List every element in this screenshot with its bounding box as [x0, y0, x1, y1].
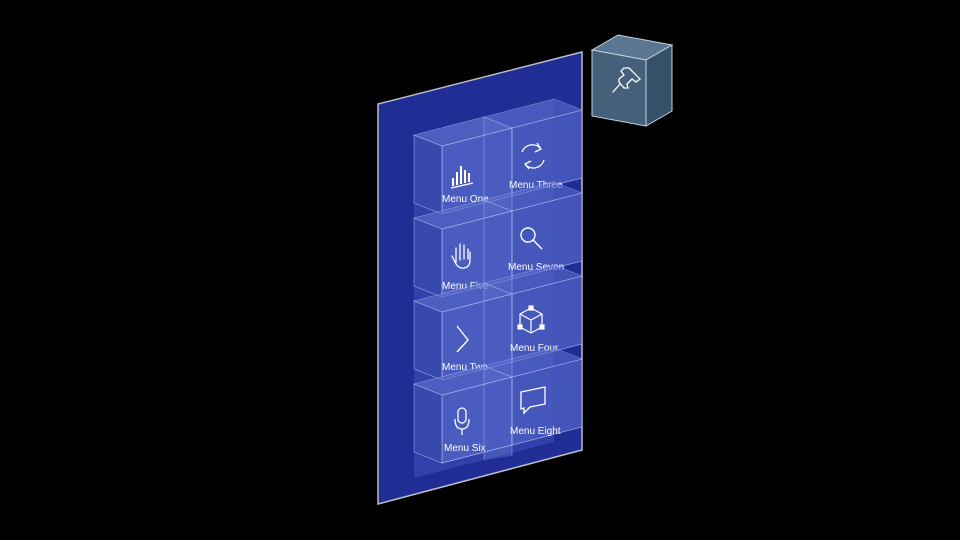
menu-item-label: Menu Six — [444, 443, 486, 454]
menu-item-label: Menu Four — [510, 343, 559, 354]
pin-icon — [612, 67, 641, 93]
search-icon — [520, 227, 543, 250]
menu-item-label: Menu One — [442, 194, 489, 205]
menu-item-label: Menu Three — [509, 180, 563, 191]
menu-item-label: Menu Eight — [510, 426, 561, 437]
menu-tile-eight[interactable]: Menu Eight — [483, 347, 583, 446]
cube-icon — [517, 305, 545, 334]
pin-button[interactable] — [590, 34, 674, 127]
menu-item-label: Menu Seven — [508, 262, 564, 273]
menu-tile-two[interactable]: Menu Two — [413, 282, 513, 381]
refresh-icon — [521, 142, 545, 170]
chat-bubble-icon — [520, 386, 546, 415]
menu-item-label: Menu Two — [442, 362, 488, 373]
menu-tile-seven[interactable]: Menu Seven — [483, 181, 583, 280]
menu-item-label: Menu Five — [442, 281, 489, 292]
bar-chart-icon — [450, 166, 474, 189]
menu-tile-five[interactable]: Menu Five — [413, 199, 513, 298]
microphone-icon — [454, 407, 470, 435]
chevron-right-icon — [456, 325, 469, 353]
menu-tile-four[interactable]: Menu Four — [483, 264, 583, 363]
menu-tile-six[interactable]: Menu Six — [413, 365, 513, 464]
hand-icon — [451, 243, 471, 269]
